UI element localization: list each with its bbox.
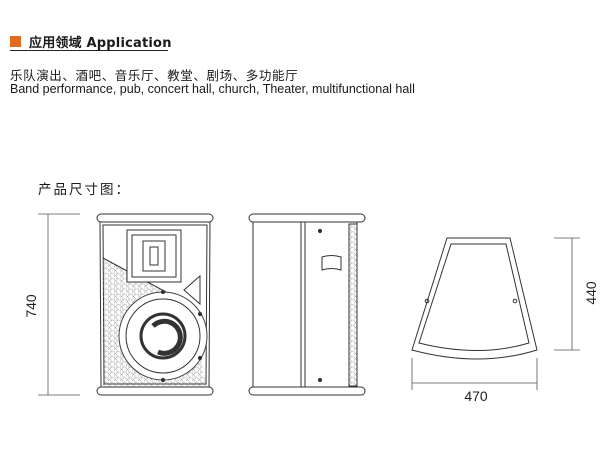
- application-header: 应用领域 Application: [10, 32, 172, 51]
- application-text-en: Band performance, pub, concert hall, chu…: [10, 82, 415, 96]
- depth-dimension: [554, 237, 580, 351]
- depth-label: 440: [583, 281, 599, 305]
- front-view: [96, 213, 214, 396]
- height-dimension: [38, 213, 80, 396]
- height-label: 740: [23, 294, 39, 318]
- width-dimension: [411, 358, 538, 390]
- application-text-cn: 乐队演出、酒吧、音乐厅、教堂、剧场、多功能厅: [10, 68, 299, 83]
- dimension-title: 产品尺寸图：: [38, 182, 131, 198]
- orange-square-icon: [10, 36, 21, 47]
- top-view: [411, 237, 538, 360]
- application-heading: 应用领域 Application: [29, 36, 172, 51]
- width-label: 470: [464, 388, 488, 404]
- side-view: [248, 213, 366, 396]
- header-underline: [10, 50, 168, 51]
